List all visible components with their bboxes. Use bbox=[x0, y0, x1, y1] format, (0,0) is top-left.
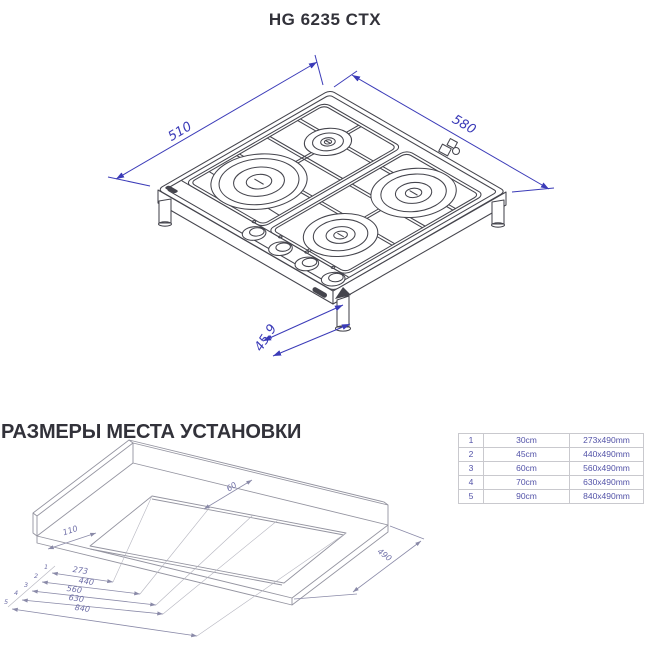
knob-4 bbox=[313, 266, 353, 289]
front-rim-slot-right bbox=[312, 287, 328, 298]
offset-dimension-60: 60 bbox=[203, 479, 253, 510]
control-knobs bbox=[234, 220, 353, 289]
hob-width: 90cm bbox=[483, 489, 570, 504]
cutout-size: 273x490mm bbox=[569, 433, 644, 448]
gas-inlet-fitting bbox=[438, 138, 461, 157]
table-row: 2 45cm 440x490mm bbox=[458, 447, 644, 462]
table-row: 5 90cm 840x490mm bbox=[458, 489, 644, 504]
width-label-440: 440 bbox=[78, 576, 94, 587]
cutout-size: 560x490mm bbox=[569, 461, 644, 476]
dim-label-510: 510 bbox=[166, 119, 195, 144]
width-dimensions: 273 440 560 630 840 1 2 3 4 5 bbox=[4, 563, 198, 638]
knob-3 bbox=[287, 251, 327, 274]
page-title: HG 6235 CTX bbox=[268, 10, 382, 29]
cutout-rectangle bbox=[89, 495, 347, 586]
row-number: 1 bbox=[458, 433, 484, 448]
offset-dimension-110: 110 bbox=[47, 524, 97, 550]
cutout-size: 840x490mm bbox=[569, 489, 644, 504]
width-label-840: 840 bbox=[74, 603, 90, 614]
cutout-size: 630x490mm bbox=[569, 475, 644, 490]
countertop-thickness bbox=[36, 525, 389, 606]
hob-width: 30cm bbox=[483, 433, 570, 448]
offset-label-110: 110 bbox=[62, 524, 79, 537]
cutout-size: 440x490mm bbox=[569, 447, 644, 462]
row-number: 3 bbox=[458, 461, 484, 476]
back-wall-left bbox=[32, 439, 134, 537]
hob-dimension-height: 45,9 bbox=[252, 304, 351, 357]
back-wall-right bbox=[128, 439, 389, 525]
row-number: 2 bbox=[458, 447, 484, 462]
hob-leg-left bbox=[157, 198, 173, 227]
hob-leg-right bbox=[490, 199, 506, 228]
index-label-5: 5 bbox=[4, 598, 8, 606]
burner-front-right bbox=[288, 205, 393, 266]
countertop-cutout-drawing: 273 440 560 630 840 1 2 3 4 5 110 60 bbox=[4, 439, 425, 638]
front-rim-slot-left bbox=[165, 185, 178, 194]
hob-width: 45cm bbox=[483, 447, 570, 462]
index-label-3: 3 bbox=[24, 581, 28, 589]
dim-label-height: 45,9 bbox=[252, 322, 280, 354]
hob-width: 60cm bbox=[483, 461, 570, 476]
width-label-630: 630 bbox=[68, 593, 84, 604]
installation-heading: РАЗМЕРЫ МЕСТА УСТАНОВКИ bbox=[1, 421, 302, 443]
installation-size-table: 1 30cm 273x490mm 2 45cm 440x490mm 3 60cm… bbox=[458, 433, 644, 504]
table-row: 3 60cm 560x490mm bbox=[458, 461, 644, 476]
width-label-273: 273 bbox=[72, 565, 88, 576]
offset-label-60: 60 bbox=[225, 480, 238, 493]
index-label-4: 4 bbox=[14, 589, 18, 597]
depth-dimension-490: 490 bbox=[293, 525, 425, 600]
table-row: 1 30cm 273x490mm bbox=[458, 433, 644, 448]
depth-label-490: 490 bbox=[376, 547, 394, 563]
index-label-2: 2 bbox=[34, 572, 38, 580]
knob-1 bbox=[234, 220, 274, 243]
width-label-560: 560 bbox=[66, 584, 82, 595]
index-label-1: 1 bbox=[44, 563, 48, 571]
hob-width: 70cm bbox=[483, 475, 570, 490]
projection-lines bbox=[7, 495, 347, 637]
row-number: 4 bbox=[458, 475, 484, 490]
table-row: 4 70cm 630x490mm bbox=[458, 475, 644, 490]
knob-2 bbox=[260, 235, 300, 258]
row-number: 5 bbox=[458, 489, 484, 504]
